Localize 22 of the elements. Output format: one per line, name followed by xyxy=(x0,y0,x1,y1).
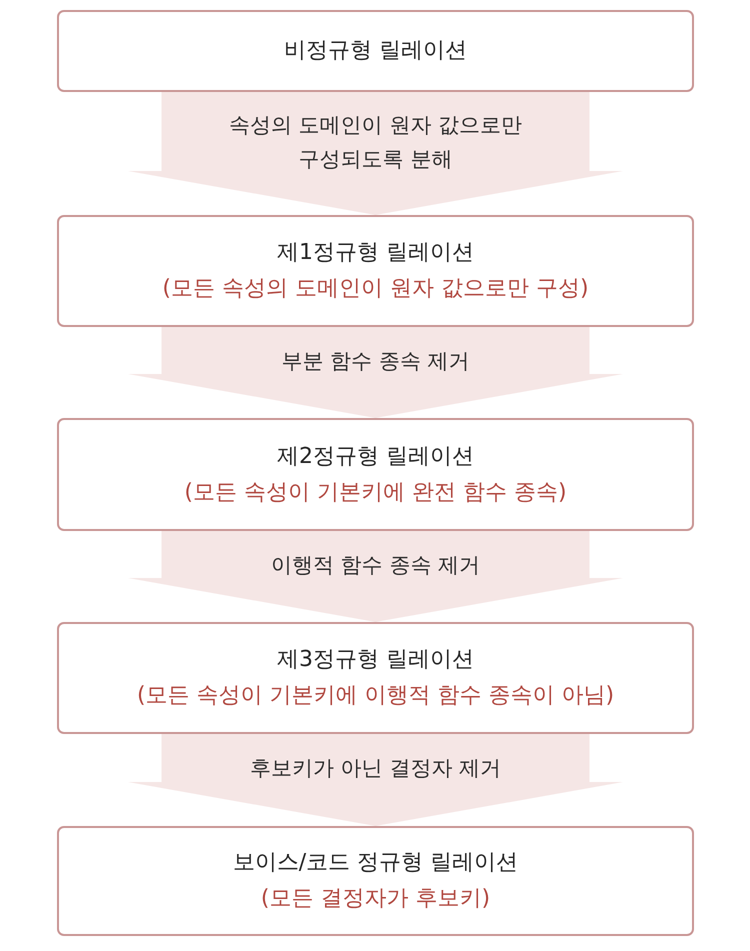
process-box xyxy=(57,622,694,734)
block-arrow xyxy=(128,92,623,215)
stage-note: (모든 속성이 기본키에 이행적 함수 종속이 아님) xyxy=(136,682,614,710)
stage-note: (모든 결정자가 후보키) xyxy=(260,885,490,913)
stage-title: 비정규형 릴레이션 xyxy=(284,37,467,65)
stage-title: 제1정규형 릴레이션 xyxy=(277,239,474,267)
edge-label: 후보키가 아닌 결정자 제거 xyxy=(250,755,502,782)
stage-title: 제2정규형 릴레이션 xyxy=(277,442,474,470)
block-arrow xyxy=(128,327,623,418)
edge-label: 부분 함수 종속 제거 xyxy=(281,348,470,374)
block-arrow xyxy=(128,734,623,826)
process-box xyxy=(57,826,694,936)
process-box xyxy=(57,418,694,531)
stage-note: (모든 속성이 기본키에 완전 함수 종속) xyxy=(184,478,567,506)
process-box xyxy=(57,10,694,92)
stage-note: (모든 속성의 도메인이 원자 값으로만 구성) xyxy=(162,275,589,303)
block-arrow xyxy=(128,531,623,622)
edge-label: 이행적 함수 종속 제거 xyxy=(270,552,480,578)
edge-label: 속성의 도메인이 원자 값으로만 구성되도록 분해 xyxy=(228,112,524,172)
process-box xyxy=(57,215,694,327)
stage-title: 제3정규형 릴레이션 xyxy=(277,646,474,674)
stage-title: 보이스/코드 정규형 릴레이션 xyxy=(232,849,518,877)
